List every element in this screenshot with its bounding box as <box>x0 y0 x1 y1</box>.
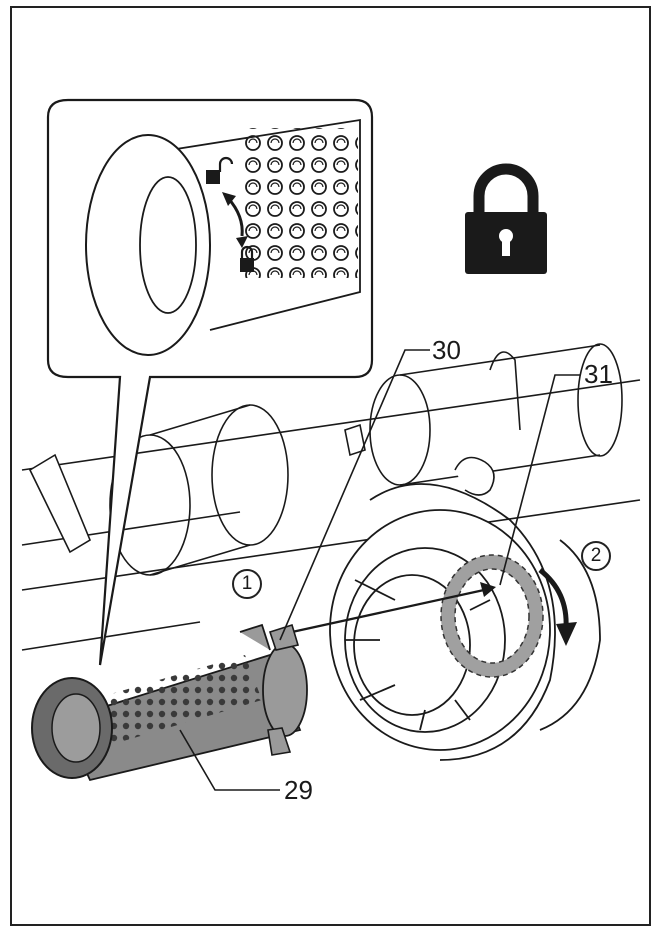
filter-part <box>31 623 308 782</box>
double-headed-arrow-icon <box>222 192 248 248</box>
small-lock-closed-icon <box>240 245 254 272</box>
curved-arrow-icon <box>538 568 577 646</box>
insertion-arrow <box>291 582 496 634</box>
lock-ring-highlight <box>440 554 544 678</box>
filter-housing <box>329 483 601 761</box>
callout-31: 31 <box>584 359 613 389</box>
step-1-marker: 1 <box>232 569 262 599</box>
small-lock-open-icon <box>206 156 234 184</box>
callout-30: 30 <box>432 335 461 365</box>
machine-body <box>21 343 641 651</box>
leader-lines <box>179 349 580 791</box>
detail-inset <box>46 98 374 666</box>
callout-29: 29 <box>284 775 313 805</box>
padlock-locked-icon <box>465 163 547 274</box>
step-2-marker: 2 <box>581 541 611 571</box>
